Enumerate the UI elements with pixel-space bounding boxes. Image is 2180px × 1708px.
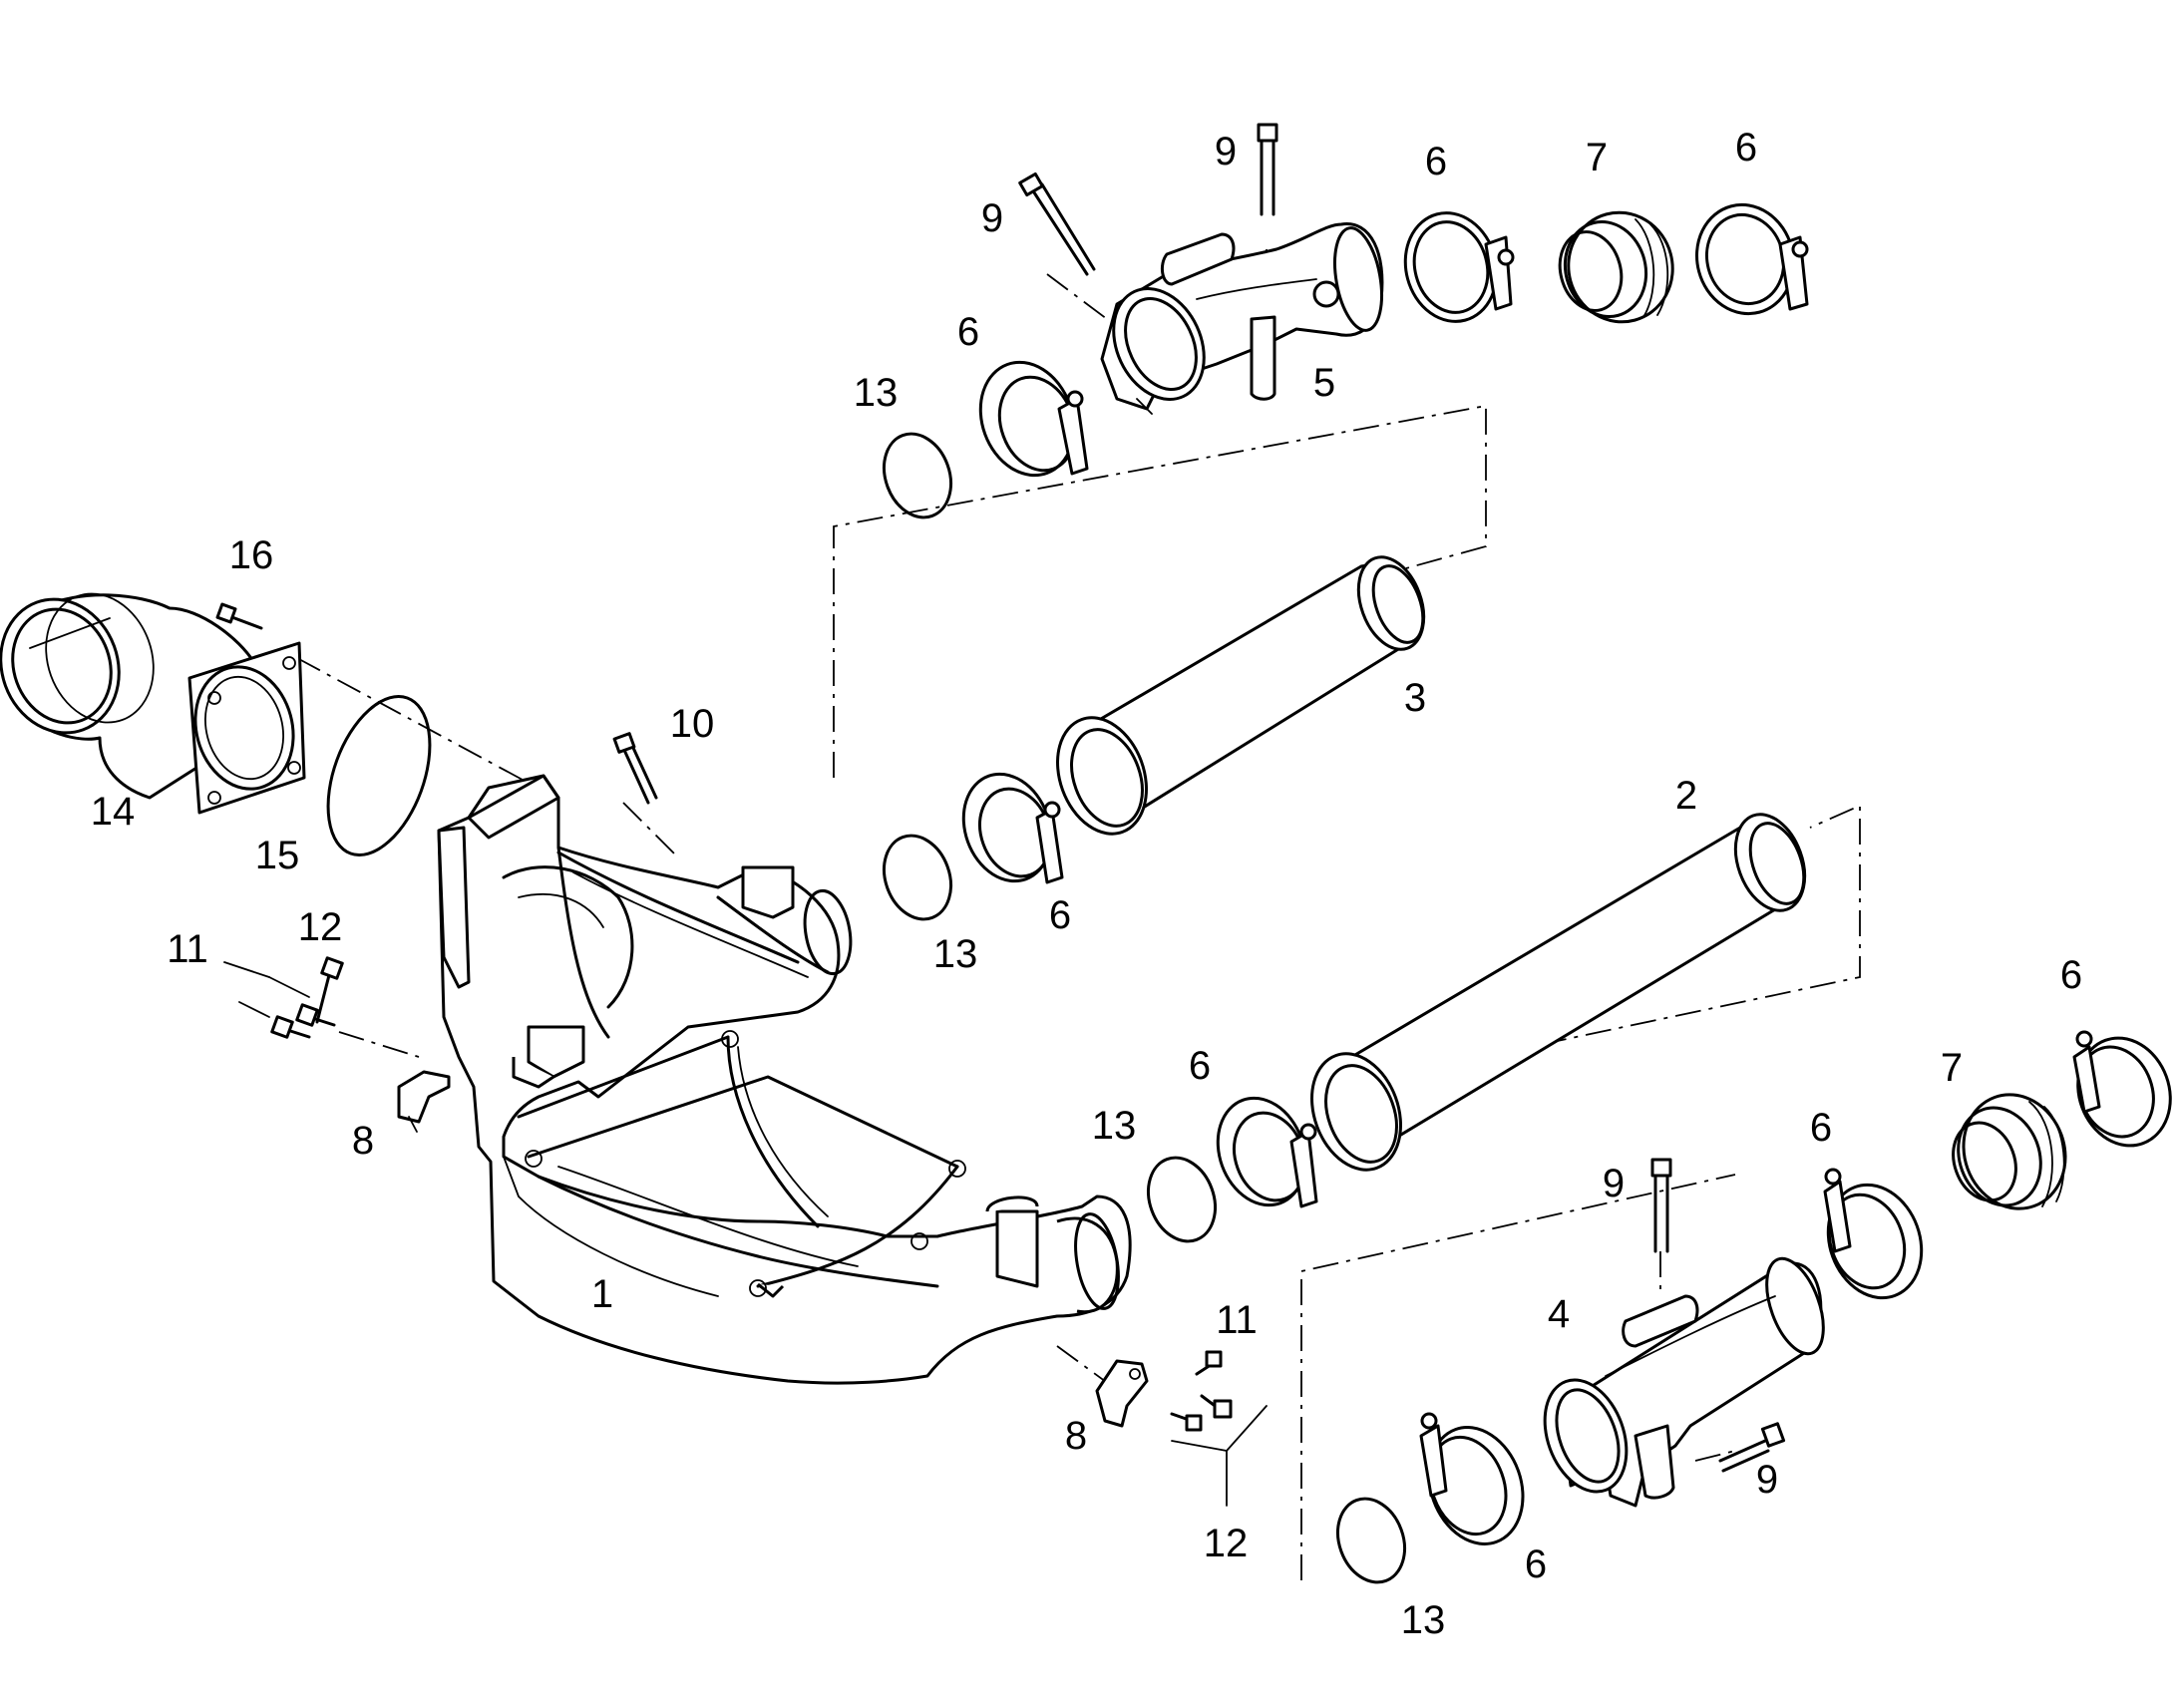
part-9-bolts	[1018, 123, 1786, 1473]
part-7-bellows	[1558, 210, 2067, 1210]
callout-6-c: 6	[1734, 126, 1758, 170]
callout-6-d: 6	[1048, 893, 1072, 937]
part-13-o-rings	[883, 432, 1406, 1584]
callout-6-h: 6	[1524, 1542, 1548, 1586]
callout-2: 2	[1674, 774, 1698, 818]
callout-12-b: 12	[1203, 1522, 1249, 1565]
part-4-tee	[1543, 1256, 1825, 1508]
part-6-clamps	[961, 202, 2172, 1545]
part-16-bolt	[215, 602, 263, 630]
callout-8-a: 8	[351, 1119, 375, 1163]
callout-9-b: 9	[1214, 130, 1238, 173]
part-10-bolt	[612, 732, 658, 805]
part-2-pipe	[1310, 813, 1807, 1172]
callout-4: 4	[1547, 1292, 1571, 1336]
callout-6-e: 6	[1188, 1044, 1212, 1088]
callout-1: 1	[590, 1272, 614, 1316]
callout-15: 15	[254, 834, 300, 877]
callout-16: 16	[228, 533, 274, 577]
callout-11-b: 11	[1216, 1298, 1258, 1342]
callout-7-b: 7	[1940, 1046, 1964, 1090]
callout-13-d: 13	[1400, 1598, 1446, 1642]
callout-7-a: 7	[1585, 136, 1609, 179]
callout-6-f: 6	[2059, 953, 2083, 997]
callout-6-a: 6	[956, 310, 980, 354]
callout-3: 3	[1403, 676, 1427, 720]
callout-6-g: 6	[1809, 1106, 1833, 1150]
part-8-brackets	[397, 1070, 1149, 1428]
part-3-pipe	[1056, 555, 1426, 836]
callout-14: 14	[90, 790, 136, 834]
callout-9-a: 9	[980, 196, 1004, 240]
callout-13-a: 13	[853, 371, 899, 415]
callout-5: 5	[1312, 361, 1336, 405]
callout-8-b: 8	[1064, 1414, 1088, 1458]
callout-12-a: 12	[297, 905, 343, 949]
callout-13-b: 13	[932, 932, 978, 976]
right-bolts	[1170, 1350, 1268, 1507]
part-5-tee	[1100, 222, 1384, 415]
callout-13-c: 13	[1091, 1104, 1137, 1148]
callout-9-c: 9	[1602, 1162, 1626, 1205]
callout-11-a: 11	[167, 927, 208, 971]
callout-10: 10	[669, 702, 715, 746]
part-14-elbow	[0, 592, 306, 815]
callout-6-b: 6	[1424, 140, 1448, 183]
part-15-o-ring	[326, 695, 432, 856]
callout-9-d: 9	[1755, 1458, 1779, 1502]
part-1-manifold	[437, 774, 1132, 1385]
left-bolts	[223, 956, 344, 1039]
